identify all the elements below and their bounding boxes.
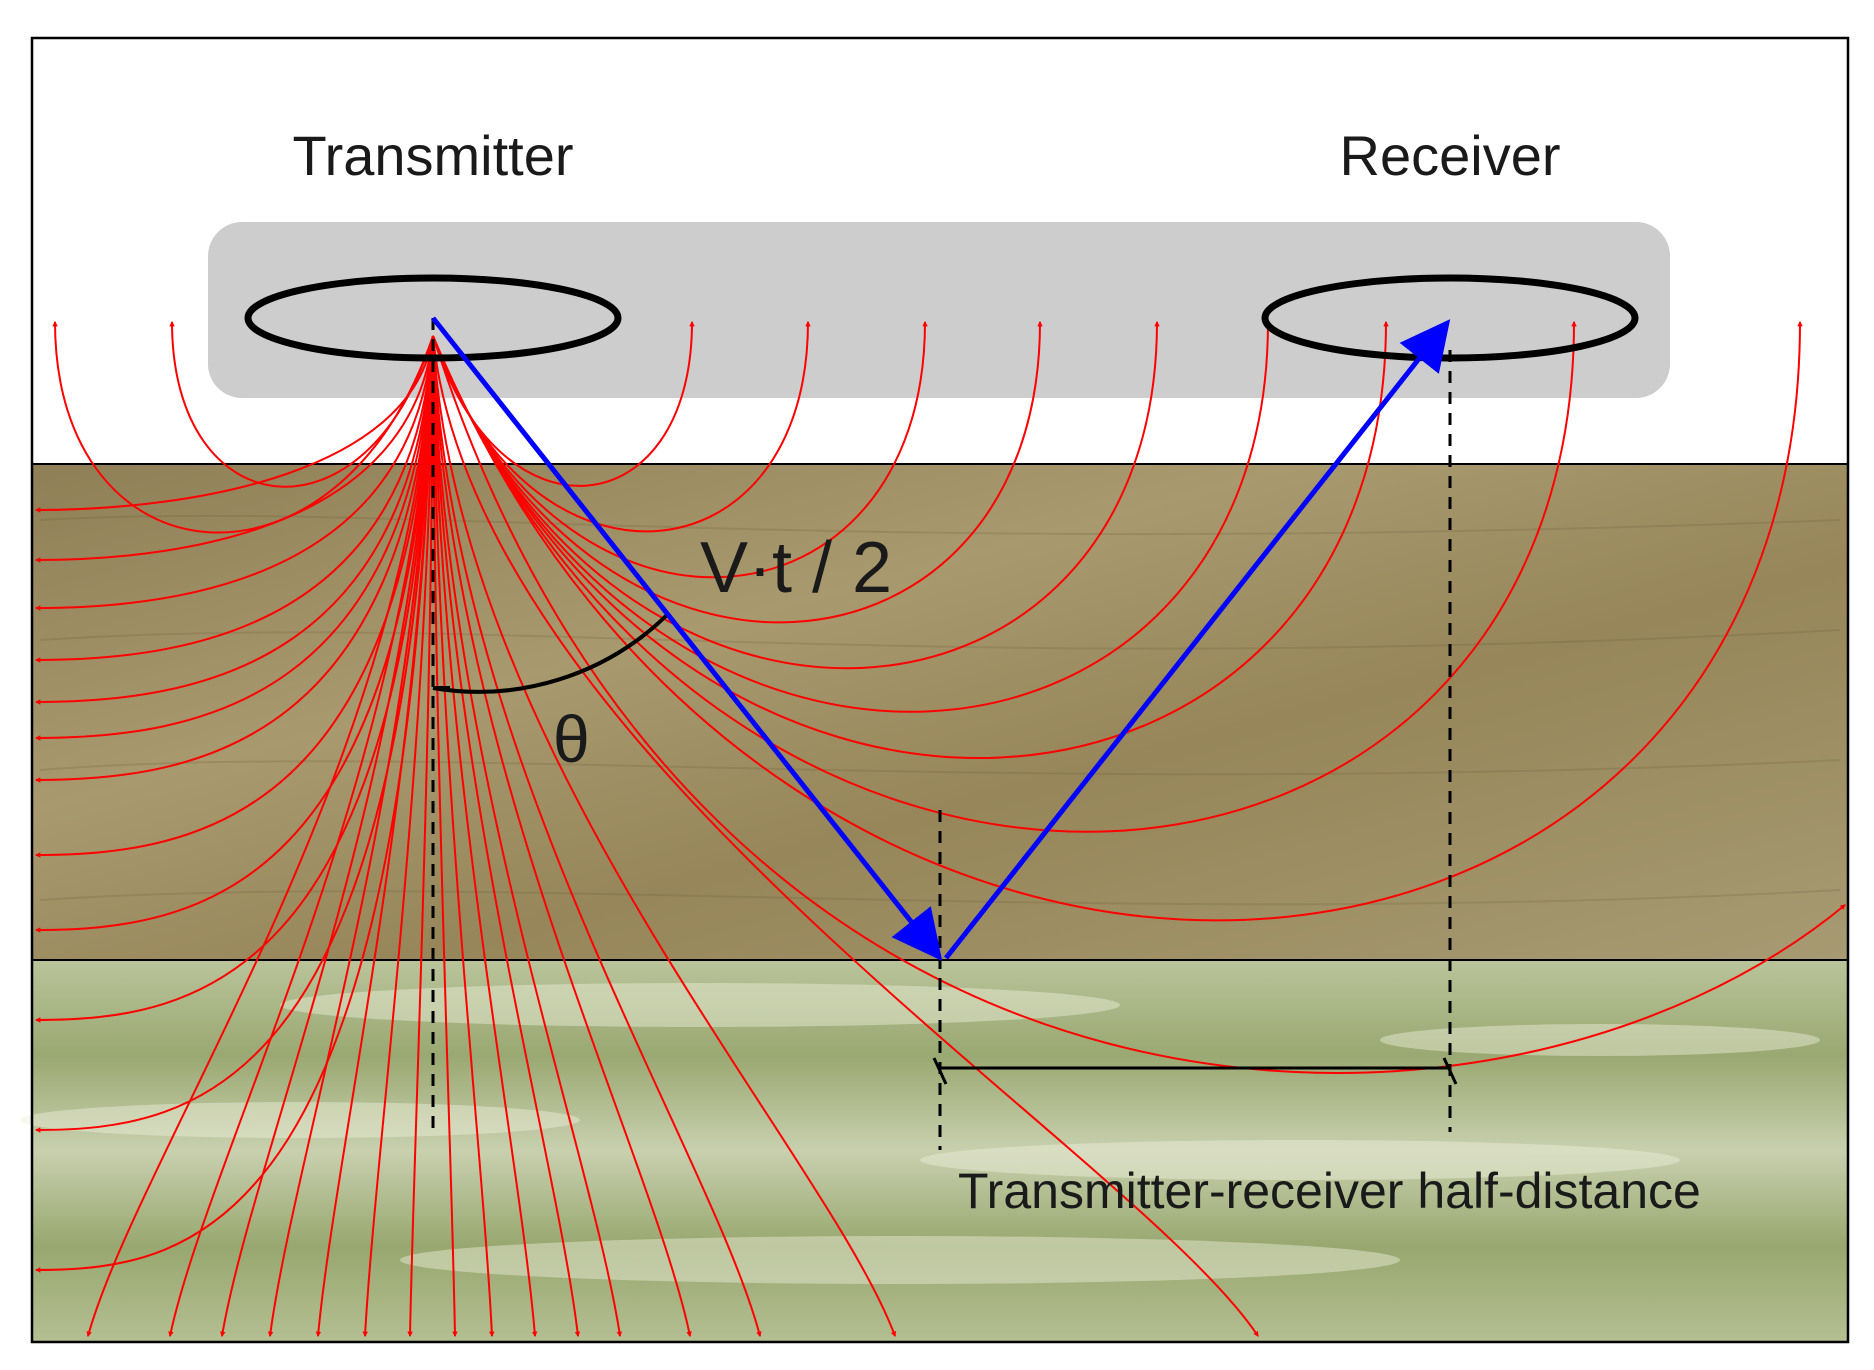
field-line-bottom-1	[168, 335, 434, 1338]
field-line-top-6	[432, 320, 1160, 670]
reflected-ray	[944, 319, 1451, 960]
field-line-bottom-13	[432, 335, 762, 1338]
field-line-bottom-11	[432, 335, 623, 1338]
field-line-bottom-9	[432, 335, 538, 1338]
transmitter-antenna	[244, 274, 622, 362]
diagram-frame	[30, 36, 1850, 1344]
antenna-housing	[208, 222, 1670, 398]
construction-lines	[431, 318, 1452, 1150]
radiation-field-lines	[34, 320, 1846, 1338]
soil-layer	[32, 464, 1848, 960]
field-line-bottom-5	[362, 335, 434, 1338]
field-line-bottom-14	[432, 335, 897, 1338]
field-line-bottom-15	[432, 335, 1259, 1337]
field-line-top-10	[432, 320, 1803, 922]
field-line-left-6	[34, 335, 434, 783]
receiver-label: Receiver	[1340, 124, 1561, 187]
field-line-left-9	[34, 335, 434, 1023]
field-line-left-3	[34, 335, 434, 663]
field-line-bottom-10	[432, 335, 581, 1338]
field-line-top-9	[432, 320, 1577, 833]
field-line-left-10	[34, 335, 434, 1133]
transmitter-label: Transmitter	[292, 124, 573, 187]
field-line-top-4	[432, 320, 928, 579]
angle-arc	[432, 613, 669, 694]
field-line-bottom-12	[432, 335, 692, 1338]
field-line-bottom-6	[407, 335, 434, 1338]
field-line-bottom-8	[432, 335, 495, 1338]
incident-ray	[431, 316, 943, 961]
field-line-top-8	[432, 320, 1389, 759]
field-line-top-1	[169, 320, 434, 488]
field-line-top-7	[432, 320, 1271, 713]
field-line-left-8	[34, 335, 434, 933]
field-line-left-5	[34, 335, 434, 741]
lower-layer-texture	[20, 983, 1820, 1284]
half-distance-label: Transmitter-receiver half-distance	[958, 1163, 1701, 1219]
field-line-bottom-2	[220, 335, 434, 1338]
half-distance-dimension	[932, 1057, 1458, 1085]
path-length-label: V·t / 2	[700, 528, 892, 608]
field-line-bottom-4	[315, 335, 434, 1338]
field-line-left-1	[34, 335, 434, 563]
field-line-left-7	[34, 335, 434, 858]
angle-label: θ	[553, 702, 590, 776]
field-line-bottom-0	[86, 335, 434, 1338]
field-line-left-0	[34, 335, 434, 513]
field-line-top-0	[52, 320, 434, 534]
field-line-right	[432, 335, 1846, 1074]
field-line-left-4	[34, 335, 434, 705]
soil-texture	[39, 514, 1841, 906]
field-line-top-5	[432, 320, 1043, 624]
field-line-left-2	[34, 335, 434, 611]
field-line-bottom-3	[267, 335, 434, 1338]
